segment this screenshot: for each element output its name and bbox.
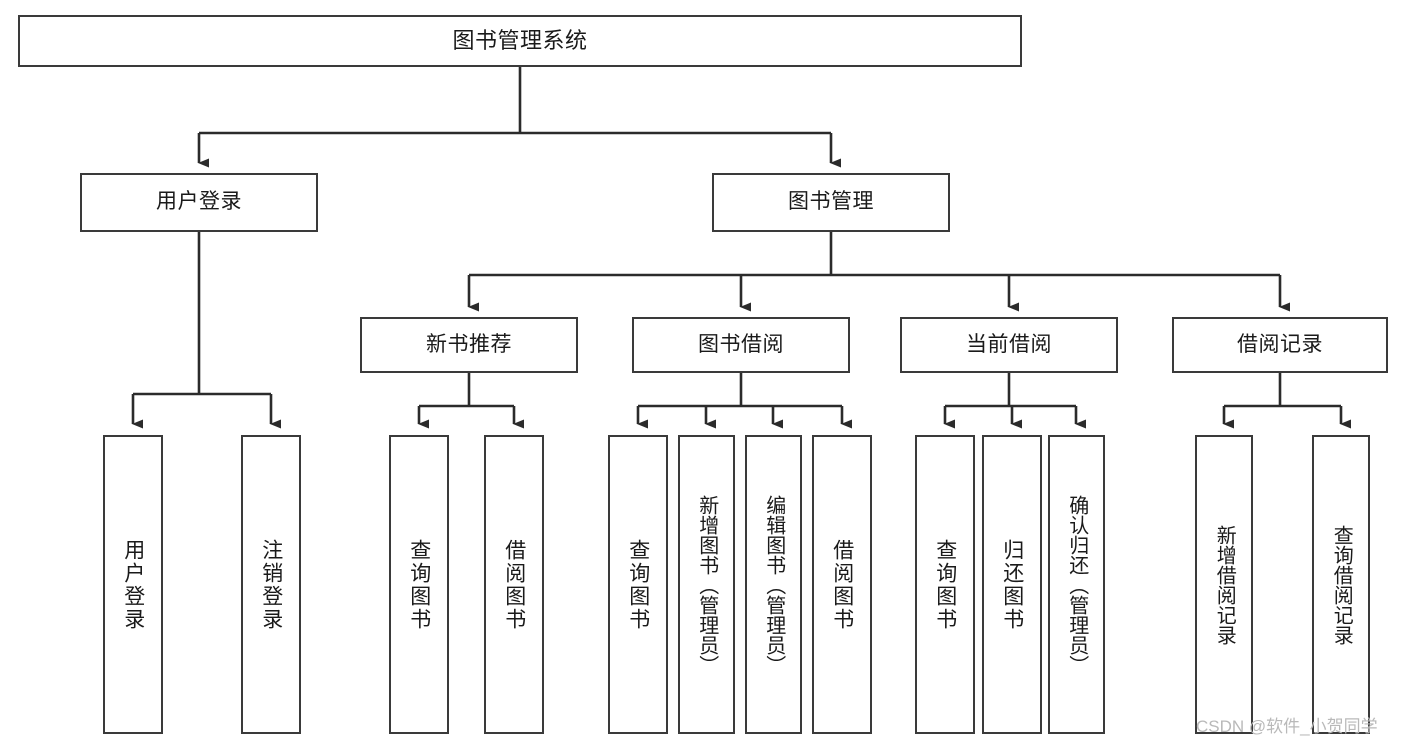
node-book-manage-label: 图书管理 <box>788 190 874 214</box>
node-user-login-label: 用户登录 <box>156 190 242 214</box>
node-borrow-record[interactable]: 借阅记录 <box>1172 317 1388 373</box>
node-leaf-query-book-2-label: 查询图书 <box>626 538 650 631</box>
connector-bookborrow-to-leaves <box>636 373 852 429</box>
node-leaf-add-record-label: 新增借阅记录 <box>1213 524 1236 645</box>
connector-root-to-level2 <box>197 67 841 168</box>
node-leaf-user-login[interactable]: 用户登录 <box>103 435 163 734</box>
node-leaf-logout-login-label: 注销登录 <box>259 538 283 631</box>
node-leaf-user-login-label: 用户登录 <box>121 538 145 631</box>
node-leaf-query-book-3[interactable]: 查询图书 <box>915 435 975 734</box>
node-leaf-add-book-label: 新增图书（管理员） <box>695 494 718 675</box>
node-leaf-borrow-book-1-label: 借阅图书 <box>502 538 526 631</box>
node-leaf-confirm-return-label: 确认归还（管理员） <box>1065 494 1088 675</box>
node-borrow-record-label: 借阅记录 <box>1237 332 1323 356</box>
node-leaf-query-record-label: 查询借阅记录 <box>1330 524 1353 645</box>
node-user-login[interactable]: 用户登录 <box>80 173 318 232</box>
node-leaf-query-book-2[interactable]: 查询图书 <box>608 435 668 734</box>
node-leaf-borrow-book-1[interactable]: 借阅图书 <box>484 435 544 734</box>
node-leaf-logout-login[interactable]: 注销登录 <box>241 435 301 734</box>
connector-borrowrecord-to-leaves <box>1222 373 1351 429</box>
connector-bookmanage-to-level3 <box>467 232 1290 312</box>
node-new-book-recommend[interactable]: 新书推荐 <box>360 317 578 373</box>
node-leaf-edit-book-label: 编辑图书（管理员） <box>762 494 785 675</box>
node-current-borrow-label: 当前借阅 <box>966 332 1052 356</box>
connector-currentborrow-to-leaves <box>943 373 1086 429</box>
node-book-borrow-label: 图书借阅 <box>698 332 784 356</box>
node-leaf-add-book[interactable]: 新增图书（管理员） <box>678 435 735 734</box>
node-leaf-query-book-1-label: 查询图书 <box>407 538 431 631</box>
node-leaf-query-book-1[interactable]: 查询图书 <box>389 435 449 734</box>
node-leaf-query-book-3-label: 查询图书 <box>933 538 957 631</box>
node-leaf-borrow-book-2-label: 借阅图书 <box>830 538 854 631</box>
node-root-label: 图书管理系统 <box>452 28 588 54</box>
node-book-manage[interactable]: 图书管理 <box>712 173 950 232</box>
node-leaf-add-record[interactable]: 新增借阅记录 <box>1195 435 1253 734</box>
node-leaf-query-record[interactable]: 查询借阅记录 <box>1312 435 1370 734</box>
node-book-borrow[interactable]: 图书借阅 <box>632 317 850 373</box>
node-leaf-confirm-return[interactable]: 确认归还（管理员） <box>1048 435 1105 734</box>
connector-newbook-to-leaves <box>417 373 524 429</box>
node-root-system[interactable]: 图书管理系统 <box>18 15 1022 67</box>
node-leaf-return-book-label: 归还图书 <box>1000 538 1024 631</box>
node-leaf-return-book[interactable]: 归还图书 <box>982 435 1042 734</box>
node-new-book-recommend-label: 新书推荐 <box>426 332 512 356</box>
node-leaf-edit-book[interactable]: 编辑图书（管理员） <box>745 435 802 734</box>
node-current-borrow[interactable]: 当前借阅 <box>900 317 1118 373</box>
node-leaf-borrow-book-2[interactable]: 借阅图书 <box>812 435 872 734</box>
connector-userlogin-to-leaves <box>131 232 281 429</box>
